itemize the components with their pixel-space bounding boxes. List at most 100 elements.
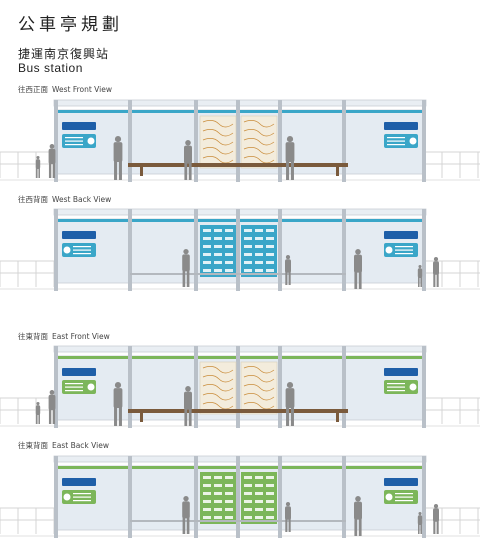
route-map-panel [199, 361, 237, 415]
timetable-entry [203, 229, 211, 232]
timetable-entry [225, 500, 233, 503]
timetable-panel [200, 225, 236, 277]
route-map-line [243, 402, 275, 410]
route-text-line [387, 140, 405, 142]
direction-icon [63, 246, 71, 254]
route-text-line [387, 386, 405, 388]
route-text-line [73, 500, 91, 502]
route-map-line [243, 393, 275, 401]
bench-rail [130, 520, 346, 522]
station-sign [62, 368, 96, 376]
route-map-line [202, 138, 234, 146]
route-map-line [243, 120, 275, 128]
post [128, 209, 132, 291]
timetable-entry [266, 500, 274, 503]
timetable-entry [203, 269, 211, 272]
post [422, 100, 426, 182]
post [194, 346, 198, 428]
bench-leg [336, 413, 339, 422]
direction-icon [87, 383, 95, 391]
post [194, 100, 198, 182]
bench-seat [128, 163, 348, 167]
child-silhouette [35, 156, 41, 178]
route-text-line [65, 383, 83, 385]
timetable-entry [266, 245, 274, 248]
route-text-line [395, 246, 413, 248]
post [194, 456, 198, 538]
route-text-line [73, 246, 91, 248]
timetable-entry [214, 229, 222, 232]
timetable-entry [203, 245, 211, 248]
route-text-line [387, 383, 405, 385]
post [54, 456, 58, 538]
timetable-entry [214, 508, 222, 511]
route-text-line [73, 493, 91, 495]
route-text-line [73, 249, 91, 251]
timetable-entry [244, 245, 252, 248]
person-silhouette [182, 249, 190, 287]
post [342, 100, 346, 182]
timetable-entry [266, 476, 274, 479]
post [342, 456, 346, 538]
station-sign [62, 231, 96, 239]
person-silhouette [285, 382, 295, 426]
timetable-entry [266, 261, 274, 264]
route-map-line [202, 393, 234, 401]
post [422, 346, 426, 428]
timetable-entry [203, 492, 211, 495]
timetable-entry [244, 492, 252, 495]
timetable-entry [255, 245, 263, 248]
timetable-entry [214, 269, 222, 272]
route-map-panel [240, 361, 278, 415]
direction-icon [409, 383, 417, 391]
timetable-entry [225, 508, 233, 511]
timetable-entry [203, 500, 211, 503]
route-text-line [65, 140, 83, 142]
station-sign [62, 478, 96, 486]
post [236, 209, 240, 291]
timetable-entry [255, 476, 263, 479]
bench-seat [128, 409, 348, 413]
post [422, 209, 426, 291]
person-silhouette [184, 140, 192, 180]
station-sign [384, 368, 418, 376]
route-text-line [395, 496, 413, 498]
timetable-entry [214, 253, 222, 256]
person-silhouette [182, 496, 190, 534]
shelter-elevation-west-front [0, 99, 480, 182]
person-silhouette [285, 502, 291, 532]
person-silhouette [433, 257, 439, 287]
timetable-entry [203, 237, 211, 240]
route-text-line [387, 390, 405, 392]
route-map-line [202, 120, 234, 128]
timetable-entry [266, 492, 274, 495]
route-text-line [395, 493, 413, 495]
route-map-line [243, 156, 275, 164]
route-map-line [202, 366, 234, 374]
person-silhouette [184, 386, 192, 426]
route-map-line [202, 384, 234, 392]
post [54, 346, 58, 428]
timetable-entry [225, 269, 233, 272]
route-text-line [65, 386, 83, 388]
timetable-entry [214, 492, 222, 495]
timetable-entry [255, 253, 263, 256]
page-title: 公車亭規劃 [18, 15, 123, 35]
bench-leg [140, 413, 143, 422]
timetable-entry [203, 508, 211, 511]
timetable-entry [225, 229, 233, 232]
timetable-entry [266, 508, 274, 511]
timetable-entry [203, 516, 211, 519]
timetable-entry [255, 516, 263, 519]
timetable-entry [225, 245, 233, 248]
post [278, 346, 282, 428]
timetable-entry [203, 253, 211, 256]
timetable-entry [244, 500, 252, 503]
timetable-entry [244, 508, 252, 511]
post [194, 209, 198, 291]
bench-rail [130, 273, 346, 275]
timetable-entry [255, 269, 263, 272]
shelter-elevation-east-back [0, 455, 480, 538]
